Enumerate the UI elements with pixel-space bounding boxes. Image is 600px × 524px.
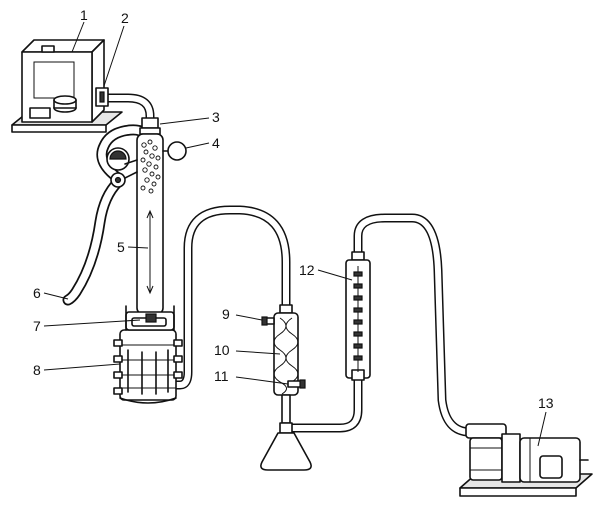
bubbles bbox=[140, 139, 161, 194]
bubble-column bbox=[106, 117, 187, 315]
label-11: 11 bbox=[214, 368, 229, 384]
vacuum-pump bbox=[459, 423, 593, 497]
label-6: 6 bbox=[33, 285, 41, 301]
label-8: 8 bbox=[33, 362, 41, 378]
connecting-tubes bbox=[101, 93, 483, 437]
label-12: 12 bbox=[299, 262, 315, 278]
leader-lines bbox=[43, 21, 547, 447]
pump-unit bbox=[11, 39, 123, 133]
label-4: 4 bbox=[212, 135, 220, 151]
cooling-jacket bbox=[113, 305, 183, 404]
condenser bbox=[261, 304, 306, 434]
label-5: 5 bbox=[117, 239, 125, 255]
label-2: 2 bbox=[121, 10, 129, 26]
collection-flask bbox=[260, 432, 312, 471]
flowmeter bbox=[345, 251, 371, 381]
label-7: 7 bbox=[33, 318, 41, 334]
label-13: 13 bbox=[538, 395, 554, 411]
label-10: 10 bbox=[214, 342, 230, 358]
inlet-hose bbox=[62, 124, 152, 306]
label-3: 3 bbox=[212, 109, 220, 125]
label-9: 9 bbox=[222, 306, 230, 322]
part-labels: 1 2 3 4 5 6 7 8 9 10 11 12 13 bbox=[33, 7, 554, 411]
label-1: 1 bbox=[80, 7, 88, 23]
